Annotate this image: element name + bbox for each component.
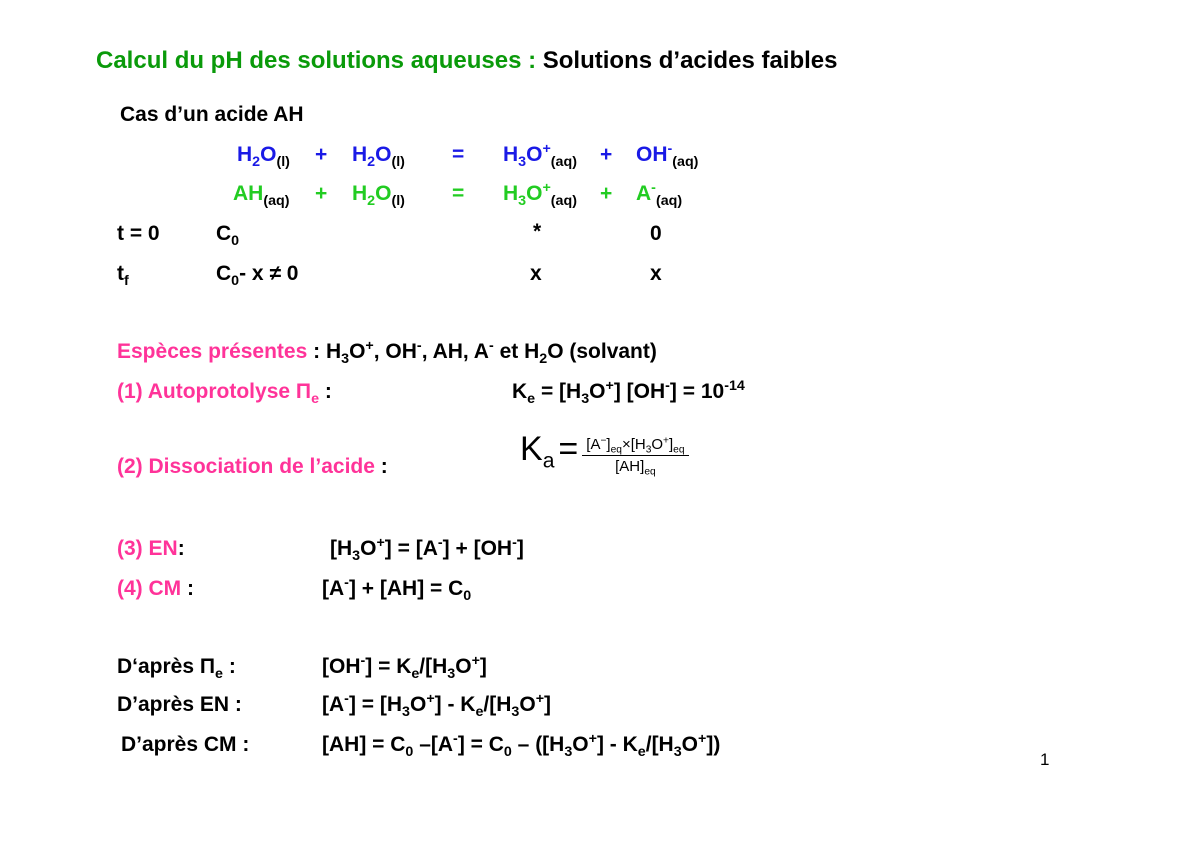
t0-h3o: * (533, 220, 542, 243)
tf-h3o: x (530, 262, 542, 285)
deriv-pie-equation: [OH-] = Ke/[H3O+] (322, 653, 487, 682)
acid-reactant-1: AH(aq) (233, 182, 290, 209)
water-reaction: H2O(l) (237, 143, 290, 170)
water-product-1: H3O+(aq) (503, 141, 577, 170)
plus-sign: + (600, 182, 613, 205)
t0-c: C0 (216, 222, 240, 249)
ke-equation: Ke = [H3O+] [OH-] = 10-14 (512, 378, 745, 407)
cm-equation: [A-] + [AH] = C0 (322, 575, 472, 604)
water-reactant-2: H2O(l) (352, 143, 405, 170)
dissociation-label: (2) Dissociation de l’acide : (117, 455, 388, 478)
deriv-pie-label: D‘après Πe : (117, 655, 236, 682)
plus-sign: + (315, 143, 328, 166)
ka-fraction: [A−]eq×[H3O+]eq [AH]eq (582, 436, 689, 477)
tf-a: x (650, 262, 662, 285)
equals-sign: = (452, 182, 465, 205)
deriv-cm-equation: [AH] = C0 –[A-] = C0 – ([H3O+] - Ke/[H3O… (322, 731, 721, 760)
en-equation: [H3O+] = [A-] + [OH-] (330, 535, 524, 564)
autoprotolyse-label: (1) Autoprotolyse Πe : (117, 380, 332, 407)
subtitle: Cas d’un acide AH (120, 103, 304, 126)
deriv-en-equation: [A-] = [H3O+] - Ke/[H3O+] (322, 691, 552, 720)
deriv-en-label: D’après EN : (117, 693, 242, 716)
title-main: Calcul du pH des solutions aqueuses : (96, 47, 537, 74)
t0-label: t = 0 (117, 222, 160, 245)
en-label: (3) EN: (117, 537, 185, 560)
plus-sign: + (600, 143, 613, 166)
acid-reactant-2: H2O(l) (352, 182, 405, 209)
acid-product-2: A-(aq) (636, 180, 683, 209)
slide-title: Calcul du pH des solutions aqueuses : So… (96, 47, 838, 75)
tf-c: C0- x ≠ 0 (216, 262, 299, 289)
cm-label: (4) CM : (117, 577, 194, 600)
deriv-cm-label: D’après CM : (121, 733, 250, 756)
species-line: Espèces présentes : H3O+, OH-, AH, A- et… (117, 338, 657, 367)
water-product-2: OH-(aq) (636, 141, 699, 170)
ka-equation: Ka= [A−]eq×[H3O+]eq [AH]eq (520, 430, 689, 477)
t0-a: 0 (650, 222, 662, 245)
plus-sign: + (315, 182, 328, 205)
tf-label: tf (117, 262, 129, 289)
acid-product-1: H3O+(aq) (503, 180, 577, 209)
equals-sign: = (452, 143, 465, 166)
page-number: 1 (1040, 750, 1050, 769)
title-sub: Solutions d’acides faibles (542, 47, 838, 74)
